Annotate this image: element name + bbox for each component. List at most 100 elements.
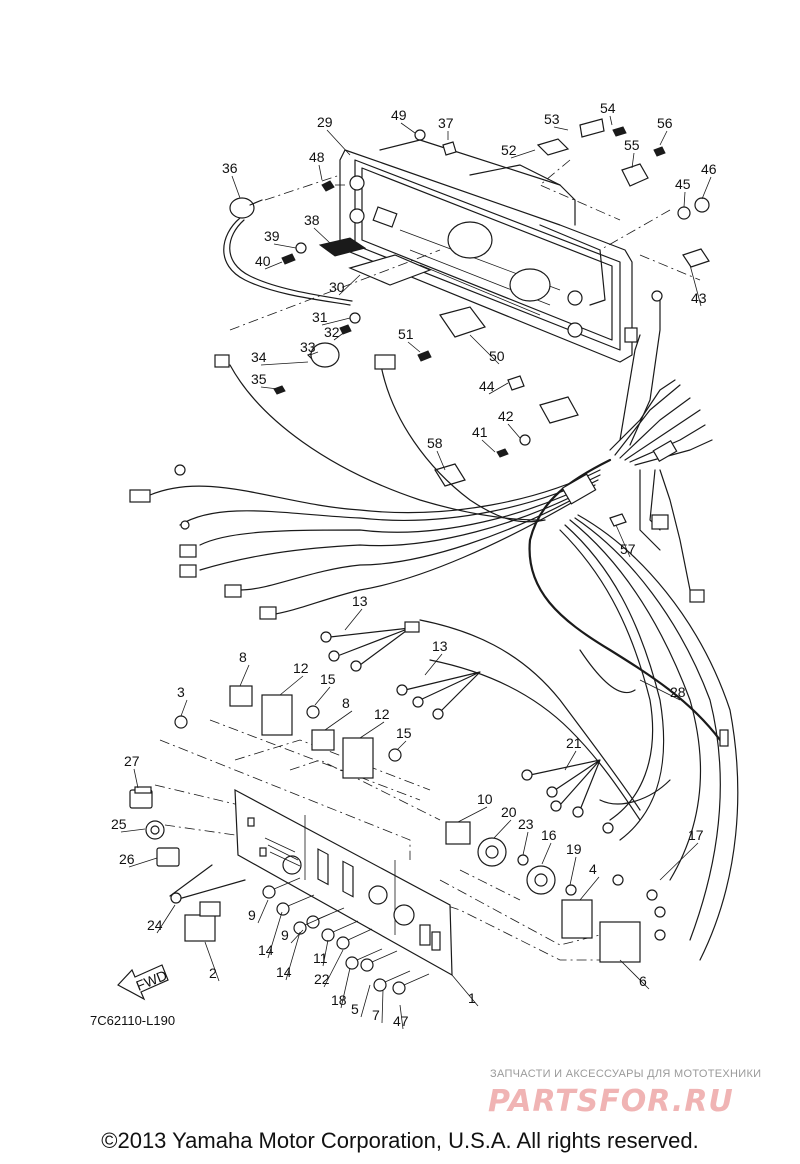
callout-9: 9 (281, 927, 289, 943)
callout-31: 31 (312, 309, 328, 325)
callout-16: 16 (541, 827, 557, 843)
callout-49: 49 (391, 107, 407, 123)
callout-41: 41 (472, 424, 488, 440)
callout-leader-25 (120, 828, 146, 833)
callout-leader-33 (309, 351, 319, 356)
callout-leader-12 (359, 721, 385, 739)
callout-leader-46 (701, 176, 712, 200)
callout-6: 6 (639, 973, 647, 989)
callout-leader-26 (128, 857, 158, 868)
callout-21: 21 (566, 735, 582, 751)
callout-42: 42 (498, 408, 514, 424)
callout-22: 22 (314, 971, 330, 987)
callout-34: 34 (251, 349, 267, 365)
callout-leader-27 (133, 768, 139, 789)
callout-26: 26 (119, 851, 135, 867)
callout-leader-14 (267, 911, 283, 959)
callout-leader-22 (323, 949, 344, 988)
callout-58: 58 (427, 435, 443, 451)
callout-leader-7 (381, 989, 384, 1024)
callout-1: 1 (468, 990, 476, 1006)
callout-4: 4 (589, 861, 597, 877)
callout-leader-50 (469, 334, 500, 365)
watermark-tagline: ЗАПЧАСТИ И АКСЕССУАРЫ ДЛЯ МОТОТЕХНИКИ (490, 1068, 762, 1080)
callout-leader-30 (338, 274, 361, 296)
callout-54: 54 (600, 100, 616, 116)
callout-53: 53 (544, 111, 560, 127)
callout-44: 44 (479, 378, 495, 394)
callout-20: 20 (501, 804, 517, 820)
callout-27: 27 (124, 753, 140, 769)
callout-8: 8 (239, 649, 247, 665)
callout-38: 38 (304, 212, 320, 228)
callout-leader-20 (493, 819, 512, 839)
callout-leader-8 (239, 664, 250, 687)
callout-leader-29 (326, 129, 351, 156)
callout-leader-48 (318, 164, 323, 181)
callout-leader-52 (510, 149, 536, 159)
watermark-logo: PARTSFOR.RU (488, 1084, 734, 1119)
panel-screws (262, 877, 430, 995)
callout-57: 57 (620, 541, 636, 557)
callout-leader-9 (257, 899, 269, 924)
callout-leader-15 (396, 740, 407, 751)
callout-leader-53 (553, 126, 569, 131)
callout-leader-40 (264, 261, 283, 270)
callout-leader-41 (481, 439, 496, 453)
callout-leader-57 (615, 524, 631, 558)
callout-leader-39 (273, 243, 297, 249)
housing-bracket (339, 139, 633, 363)
callout-leader-44 (488, 382, 509, 395)
callout-leader-5 (360, 984, 371, 1018)
callout-17: 17 (688, 827, 704, 843)
callout-47: 47 (393, 1013, 409, 1029)
callout-48: 48 (309, 149, 325, 165)
callout-leader-4 (579, 876, 600, 901)
callout-32: 32 (324, 324, 340, 340)
callout-50: 50 (489, 348, 505, 364)
ring-terminals (320, 621, 666, 941)
callout-leader-14 (285, 931, 301, 981)
diagram-code: 7C62110-L190 (90, 1013, 175, 1028)
callout-7: 7 (372, 1007, 380, 1023)
callout-15: 15 (396, 725, 412, 741)
callout-leader-18 (340, 967, 351, 1009)
callout-leader-1 (451, 974, 479, 1007)
callout-15: 15 (320, 671, 336, 687)
callout-leader-16 (541, 842, 552, 865)
callout-leader-15 (314, 686, 331, 706)
callout-25: 25 (111, 816, 127, 832)
callout-leader-54 (609, 115, 613, 126)
callout-52: 52 (501, 142, 517, 158)
callout-5: 5 (351, 1001, 359, 1017)
callout-56: 56 (657, 115, 673, 131)
callout-leader-9 (290, 929, 304, 944)
callout-46: 46 (701, 161, 717, 177)
callout-leader-8 (324, 710, 353, 731)
callout-13: 13 (432, 638, 448, 654)
callout-leader-23 (522, 831, 529, 856)
callout-11: 11 (313, 950, 328, 966)
callout-leader-38 (313, 227, 331, 244)
callout-leader-13 (424, 653, 443, 676)
callout-leader-13 (344, 608, 363, 631)
callout-leader-11 (322, 939, 329, 967)
callout-leader-51 (407, 341, 421, 353)
callout-14: 14 (258, 942, 274, 958)
callout-leader-10 (457, 806, 488, 823)
callout-3: 3 (177, 684, 185, 700)
callout-33: 33 (300, 339, 316, 355)
callout-leader-3 (180, 699, 188, 717)
hardware-top (273, 118, 710, 527)
callout-8: 8 (342, 695, 350, 711)
callout-leader-45 (683, 191, 686, 208)
callout-leader-21 (564, 750, 577, 771)
callout-leader-2 (204, 941, 220, 982)
fwd-arrow: FWD (117, 964, 169, 1001)
callout-14: 14 (276, 964, 292, 980)
callout-30: 30 (329, 279, 345, 295)
copyright-notice: ©2013 Yamaha Motor Corporation, U.S.A. A… (101, 1128, 699, 1153)
callout-leader-17 (659, 842, 699, 881)
callout-leader-56 (659, 130, 668, 146)
